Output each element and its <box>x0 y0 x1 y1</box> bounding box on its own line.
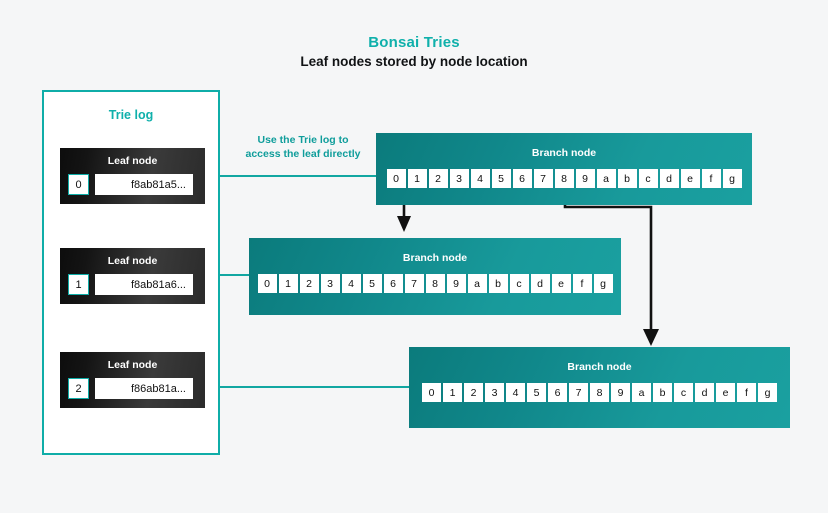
branch-node-cell[interactable]: 1 <box>278 274 298 293</box>
branch-node-label: Branch node <box>567 361 632 373</box>
trie-log-title: Trie log <box>108 108 154 122</box>
wire-branch3-to-leaf2 <box>205 382 409 392</box>
leaf-node-row: 0 f8ab81a5... <box>68 174 193 195</box>
branch-node-cell[interactable]: 2 <box>299 274 319 293</box>
branch-node-cell[interactable]: d <box>695 383 714 402</box>
leaf-node-index: 2 <box>68 378 89 399</box>
leaf-node-card-0[interactable]: Leaf node 0 f8ab81a5... <box>60 148 205 204</box>
branch-node-cell[interactable]: 0 <box>257 274 277 293</box>
branch-node-cell[interactable]: 9 <box>446 274 466 293</box>
branch-node-cell[interactable]: e <box>551 274 571 293</box>
leaf-node-card-1[interactable]: Leaf node 1 f8ab81a6... <box>60 248 205 304</box>
branch-node-cell[interactable]: 7 <box>533 169 553 188</box>
branch-node-cell[interactable]: e <box>680 169 700 188</box>
branch-node-cell[interactable]: 8 <box>425 274 445 293</box>
branch-node-label: Branch node <box>402 252 468 264</box>
leaf-node-hash: f86ab81a... <box>95 378 193 399</box>
branch-node-cell[interactable]: c <box>509 274 529 293</box>
branch-node-cell[interactable]: 2 <box>464 383 483 402</box>
leaf-node-label: Leaf node <box>107 155 158 167</box>
branch-node-cell[interactable]: e <box>716 383 735 402</box>
branch-node-cell[interactable]: b <box>617 169 637 188</box>
branch-node-cell[interactable]: f <box>572 274 592 293</box>
branch-node-cell[interactable]: 1 <box>407 169 427 188</box>
wire-branch1-to-leaf0 <box>205 171 376 181</box>
branch-node-cell[interactable]: 6 <box>512 169 532 188</box>
branch-node-cell[interactable]: 9 <box>611 383 630 402</box>
leaf-node-label: Leaf node <box>107 255 158 267</box>
branch-node-cell[interactable]: c <box>638 169 658 188</box>
page-subtitle: Leaf nodes stored by node location <box>300 54 528 69</box>
branch-node-cell[interactable]: a <box>632 383 651 402</box>
branch-node-cell[interactable]: g <box>758 383 777 402</box>
branch-node-cell[interactable]: 8 <box>590 383 609 402</box>
branch-node-cell[interactable]: 3 <box>485 383 504 402</box>
branch-node-cell[interactable]: 7 <box>404 274 424 293</box>
leaf-node-row: 1 f8ab81a6... <box>68 274 193 295</box>
branch-node-cell[interactable]: 8 <box>554 169 574 188</box>
branch-node-cell[interactable]: 3 <box>320 274 340 293</box>
branch-node-cell[interactable]: 1 <box>443 383 462 402</box>
branch-node-cell[interactable]: 4 <box>341 274 361 293</box>
branch-node-cell[interactable]: d <box>530 274 550 293</box>
branch-node-cell[interactable]: 5 <box>362 274 382 293</box>
branch-node-cell[interactable]: 4 <box>506 383 525 402</box>
branch-node-cell[interactable]: a <box>596 169 616 188</box>
branch-node-cell[interactable]: 5 <box>527 383 546 402</box>
branch-node-cell[interactable]: 6 <box>548 383 567 402</box>
branch-node-cell[interactable]: 6 <box>383 274 403 293</box>
trie-log-annotation: Use the Trie log to access the leaf dire… <box>228 134 378 161</box>
leaf-node-hash: f8ab81a6... <box>95 274 193 295</box>
branch-node-cell[interactable]: 5 <box>491 169 511 188</box>
branch-node-cell[interactable]: 0 <box>422 383 441 402</box>
branch-node-cell[interactable]: b <box>653 383 672 402</box>
leaf-node-card-2[interactable]: Leaf node 2 f86ab81a... <box>60 352 205 408</box>
branch-node-cell[interactable]: d <box>659 169 679 188</box>
branch-node-cell[interactable]: 4 <box>470 169 490 188</box>
branch-node-cell[interactable]: f <box>701 169 721 188</box>
branch-node-cell[interactable]: 2 <box>428 169 448 188</box>
branch-node-cell[interactable]: f <box>737 383 756 402</box>
branch-node-cell[interactable]: 7 <box>569 383 588 402</box>
annotation-line-2: access the leaf directly <box>245 147 361 160</box>
branch-node-cell[interactable]: g <box>722 169 742 188</box>
leaf-node-index: 0 <box>68 174 89 195</box>
leaf-node-row: 2 f86ab81a... <box>68 378 193 399</box>
leaf-node-index: 1 <box>68 274 89 295</box>
branch-node-cell[interactable]: 9 <box>575 169 595 188</box>
annotation-line-1: Use the Trie log to <box>257 134 349 146</box>
branch-node-cell[interactable]: g <box>593 274 613 293</box>
branch-node-label: Branch node <box>531 147 597 159</box>
branch-node-cell[interactable]: b <box>488 274 508 293</box>
page-title: Bonsai Tries <box>368 34 460 51</box>
leaf-node-label: Leaf node <box>107 359 158 371</box>
branch-node-cell[interactable]: a <box>467 274 487 293</box>
branch-node-cell[interactable]: 0 <box>386 169 406 188</box>
leaf-node-hash: f8ab81a5... <box>95 174 193 195</box>
branch-node-cell[interactable]: c <box>674 383 693 402</box>
branch-node-cell[interactable]: 3 <box>449 169 469 188</box>
